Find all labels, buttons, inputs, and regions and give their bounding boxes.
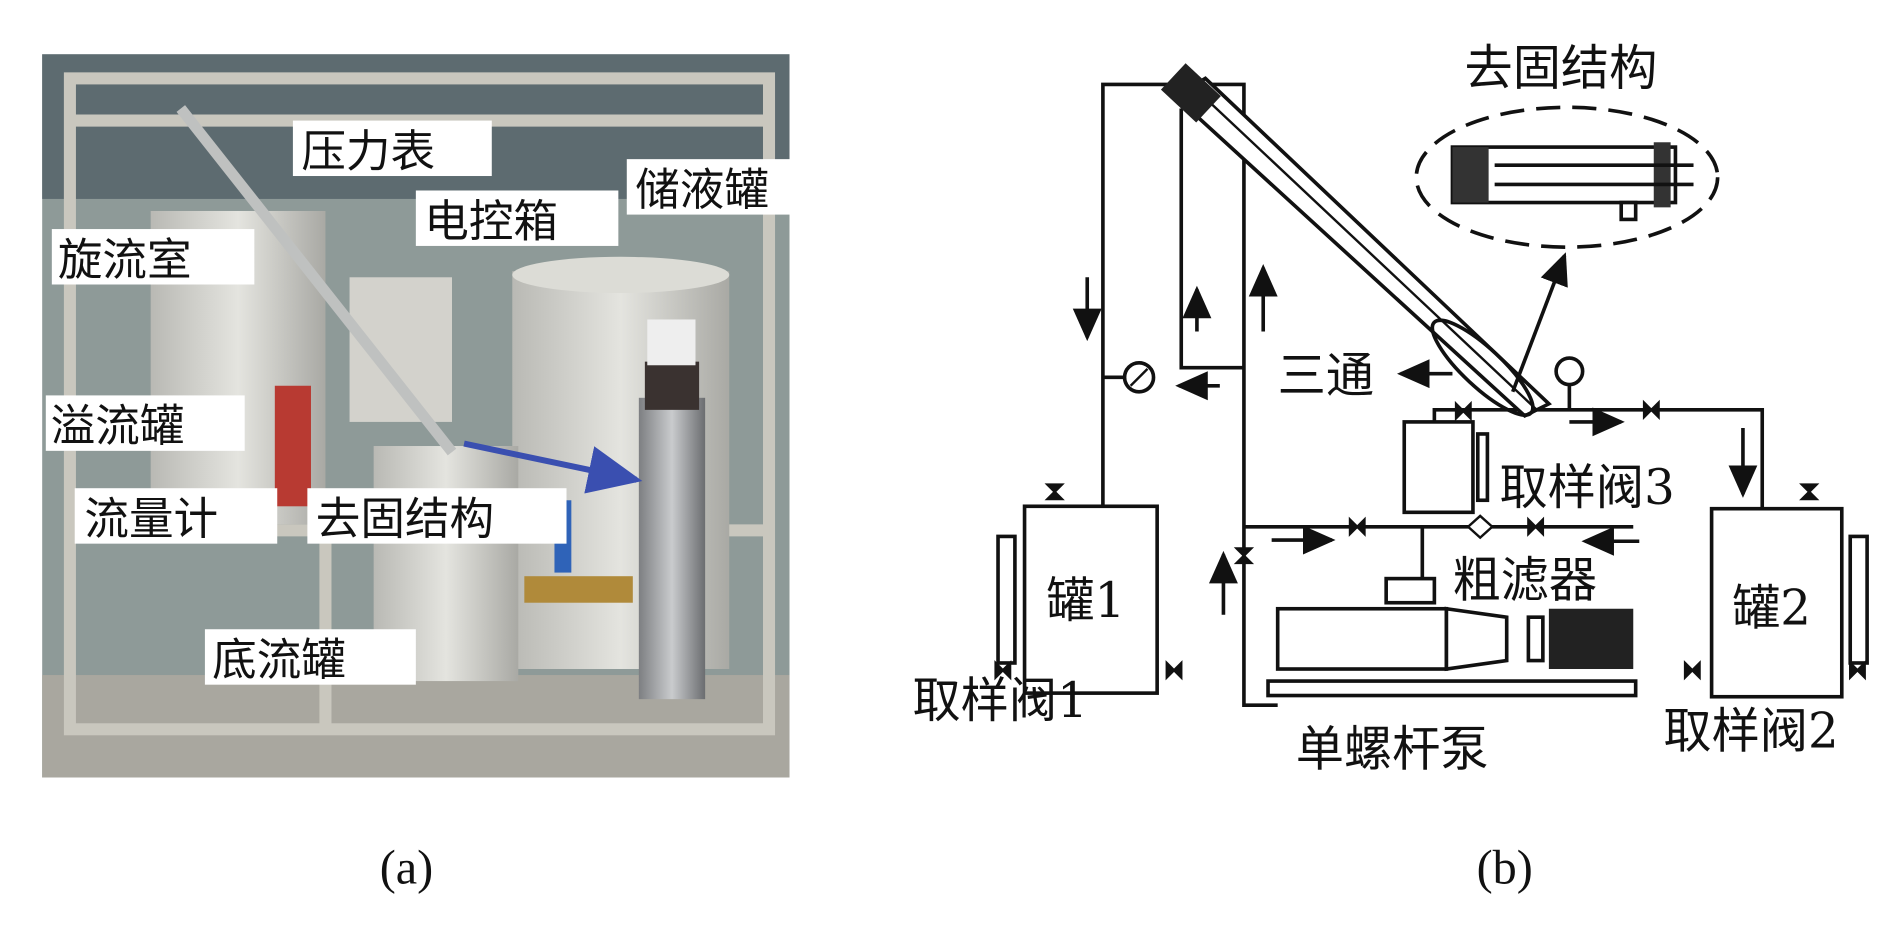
svg-text:去固结构: 去固结构 [316,493,494,545]
label-pressure-gauge: 压力表 [292,120,492,177]
svg-text:储液罐: 储液罐 [635,164,769,216]
svg-text:流量计: 流量计 [84,493,218,545]
caption-b: (b) [1477,842,1533,895]
flow-arrows [1072,264,1758,615]
pressure-gauge-icon [1554,356,1585,387]
desolid-structure-body [638,397,706,700]
label-desolid-structure: 去固结构 [1465,40,1658,96]
svg-text:溢流罐: 溢流罐 [51,400,185,452]
tank-2: 罐2 [1709,506,1869,699]
svg-text:电控箱: 电控箱 [424,195,558,247]
label-sampling-valve-3: 取样阀3 [1499,460,1674,516]
pointer-arrow [463,440,643,494]
tank-1: 罐1 [996,504,1159,695]
label-sampling-valve-2: 取样阀2 [1663,703,1838,759]
label-swirl-chamber: 旋流室 [51,229,255,286]
label-storage-tank: 储液罐 [626,159,832,216]
desolid-tube [1160,63,1553,419]
caption-a: (a) [380,842,434,895]
valve-icons [994,399,1866,681]
label-tee: 三通 [1278,348,1374,404]
label-coarse-filter: 粗滤器 [1452,553,1597,609]
svg-text:旋流室: 旋流室 [58,234,192,286]
label-flowmeter: 流量计 [74,488,278,545]
svg-text:底流罐: 底流罐 [212,634,346,686]
svg-text:压力表: 压力表 [301,125,435,177]
label-underflow-tank: 底流罐 [204,629,416,686]
label-sampling-valve-1: 取样阀1 [912,673,1087,729]
label-screw-pump: 单螺杆泵 [1296,721,1489,777]
svg-text:罐1: 罐1 [1046,573,1125,629]
svg-text:罐2: 罐2 [1732,580,1811,636]
process-diagram: 罐1 罐2 [912,40,1869,777]
equipment-photo: 压力表 电控箱 储液罐 旋流室 溢流罐 流量计 去固结构 底流罐 [42,54,832,778]
screw-pump [1266,576,1638,698]
label-control-box: 电控箱 [415,190,619,247]
label-desolid-structure: 去固结构 [307,488,567,545]
label-overflow-tank: 溢流罐 [45,395,245,452]
desolid-detail [1414,105,1720,393]
small-tank [1402,420,1490,515]
